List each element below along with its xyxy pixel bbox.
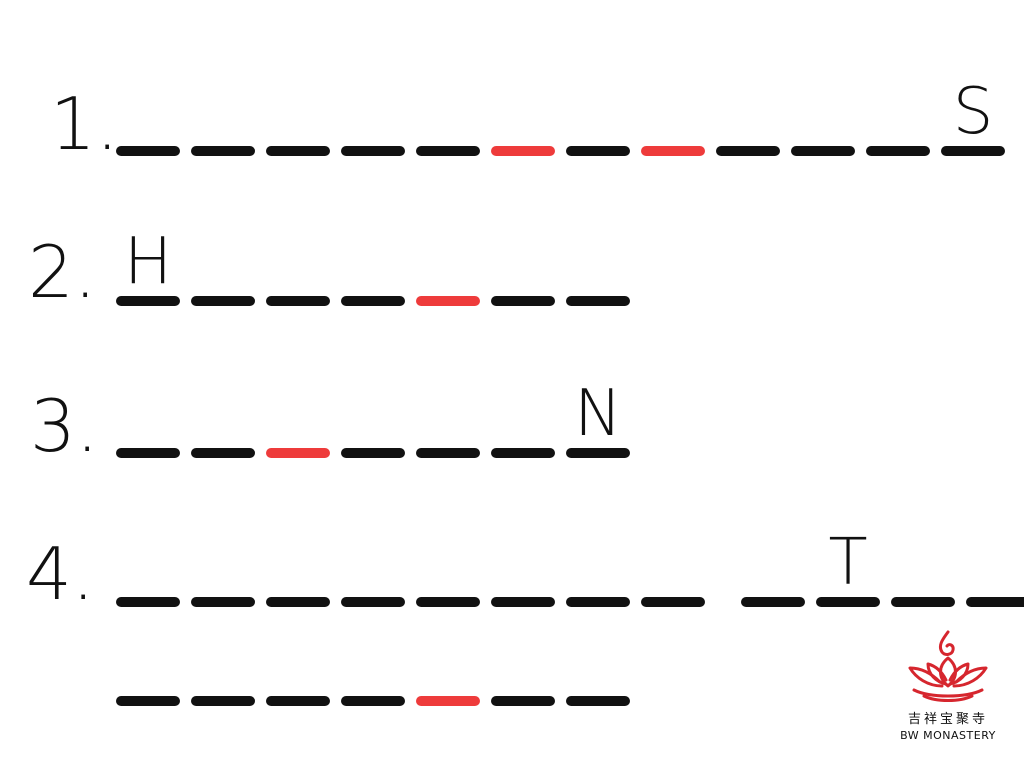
logo-chinese-name: 吉祥宝聚寺 bbox=[907, 712, 988, 727]
letter-blank[interactable] bbox=[191, 146, 255, 156]
row-number: 1. bbox=[50, 82, 119, 166]
letter-blank[interactable] bbox=[266, 597, 330, 607]
letter-blank[interactable] bbox=[491, 696, 555, 706]
letter-blank[interactable] bbox=[416, 146, 480, 156]
monastery-logo: 吉祥宝聚寺 BW MONASTERY bbox=[886, 628, 1010, 752]
letter-blank[interactable] bbox=[816, 597, 880, 607]
letter-blank[interactable] bbox=[566, 696, 630, 706]
letter-blank[interactable] bbox=[491, 448, 555, 458]
letter-blank[interactable] bbox=[191, 448, 255, 458]
letter-blank[interactable] bbox=[891, 597, 955, 607]
letter-blank[interactable] bbox=[866, 146, 930, 156]
given-letter: H bbox=[123, 225, 173, 299]
row-number: 2. bbox=[28, 230, 97, 314]
letter-blank[interactable] bbox=[266, 696, 330, 706]
given-letter: T bbox=[828, 526, 868, 600]
letter-blank[interactable] bbox=[191, 597, 255, 607]
letter-blank[interactable] bbox=[941, 146, 1005, 156]
key-letter-blank[interactable] bbox=[416, 296, 480, 306]
key-letter-blank[interactable] bbox=[491, 146, 555, 156]
letter-blank[interactable] bbox=[116, 696, 180, 706]
letter-blank[interactable] bbox=[341, 146, 405, 156]
letter-blank[interactable] bbox=[266, 146, 330, 156]
letter-blank[interactable] bbox=[566, 597, 630, 607]
letter-blank[interactable] bbox=[116, 146, 180, 156]
letter-blank[interactable] bbox=[741, 597, 805, 607]
letter-blank[interactable] bbox=[566, 448, 630, 458]
letter-blank[interactable] bbox=[641, 597, 705, 607]
given-letter: N bbox=[574, 377, 622, 451]
letter-blank[interactable] bbox=[116, 296, 180, 306]
key-letter-blank[interactable] bbox=[641, 146, 705, 156]
letter-blank[interactable] bbox=[266, 296, 330, 306]
letter-blank[interactable] bbox=[491, 597, 555, 607]
row-number: 3. bbox=[30, 384, 99, 468]
letter-blank[interactable] bbox=[191, 696, 255, 706]
letter-blank[interactable] bbox=[416, 448, 480, 458]
letter-blank[interactable] bbox=[341, 696, 405, 706]
letter-blank[interactable] bbox=[716, 146, 780, 156]
letter-blank[interactable] bbox=[791, 146, 855, 156]
key-letter-blank[interactable] bbox=[266, 448, 330, 458]
key-letter-blank[interactable] bbox=[416, 696, 480, 706]
letter-blank[interactable] bbox=[191, 296, 255, 306]
letter-blank[interactable] bbox=[341, 448, 405, 458]
letter-blank[interactable] bbox=[491, 296, 555, 306]
letter-blank[interactable] bbox=[116, 448, 180, 458]
letter-blank[interactable] bbox=[416, 597, 480, 607]
given-letter: S bbox=[952, 75, 994, 149]
lotus-icon bbox=[908, 630, 988, 702]
letter-blank[interactable] bbox=[966, 597, 1024, 607]
letter-blank[interactable] bbox=[566, 296, 630, 306]
letter-blank[interactable] bbox=[341, 597, 405, 607]
letter-blank[interactable] bbox=[116, 597, 180, 607]
logo-english-name: BW MONASTERY bbox=[900, 729, 996, 742]
letter-blank[interactable] bbox=[566, 146, 630, 156]
letter-blank[interactable] bbox=[341, 296, 405, 306]
row-number: 4. bbox=[26, 532, 95, 616]
